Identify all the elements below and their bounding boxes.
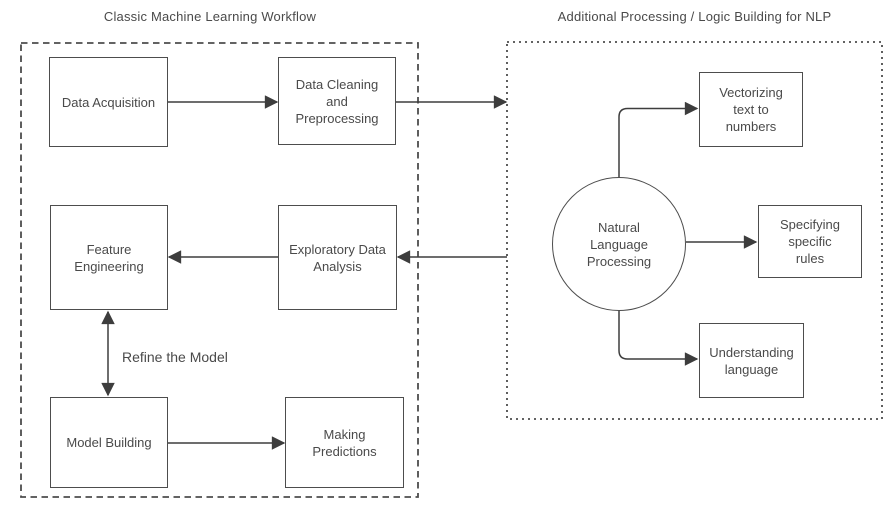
node-nlp-circle: Natural Language Processing (552, 177, 686, 311)
node-specifying: Specifying specific rules (758, 205, 862, 278)
node-vectorizing-label: Vectorizing text to numbers (719, 85, 783, 134)
node-feature-engineering: Feature Engineering (50, 205, 168, 310)
edge-nlp-to-understanding (618, 311, 699, 366)
node-model-building-label: Model Building (66, 435, 152, 450)
node-specifying-label: Specifying specific rules (780, 217, 840, 266)
node-exploratory-data-analysis: Exploratory Data Analysis (278, 205, 397, 310)
node-data-cleaning-label: Data Cleaning and Preprocessing (295, 76, 379, 126)
node-making-predictions-label: Making Predictions (312, 426, 377, 459)
node-exploratory-data-analysis-label: Exploratory Data Analysis (289, 241, 386, 274)
nlp-section-title: Additional Processing / Logic Building f… (557, 9, 832, 24)
node-vectorizing: Vectorizing text to numbers (699, 72, 803, 147)
ml-section-title: Classic Machine Learning Workflow (103, 9, 317, 24)
edge-nlp-to-vectorizing (618, 101, 699, 177)
node-data-cleaning: Data Cleaning and Preprocessing (278, 57, 396, 145)
node-understanding: Understanding language (699, 323, 804, 398)
node-making-predictions: Making Predictions (285, 397, 404, 488)
node-data-acquisition: Data Acquisition (49, 57, 168, 147)
node-model-building: Model Building (50, 397, 168, 488)
node-understanding-label: Understanding language (709, 344, 794, 377)
node-nlp-circle-label: Natural Language Processing (586, 219, 652, 269)
node-feature-engineering-label: Feature Engineering (74, 241, 144, 274)
refine-the-model-label: Refine the Model (120, 349, 230, 365)
node-data-acquisition-label: Data Acquisition (61, 94, 156, 110)
